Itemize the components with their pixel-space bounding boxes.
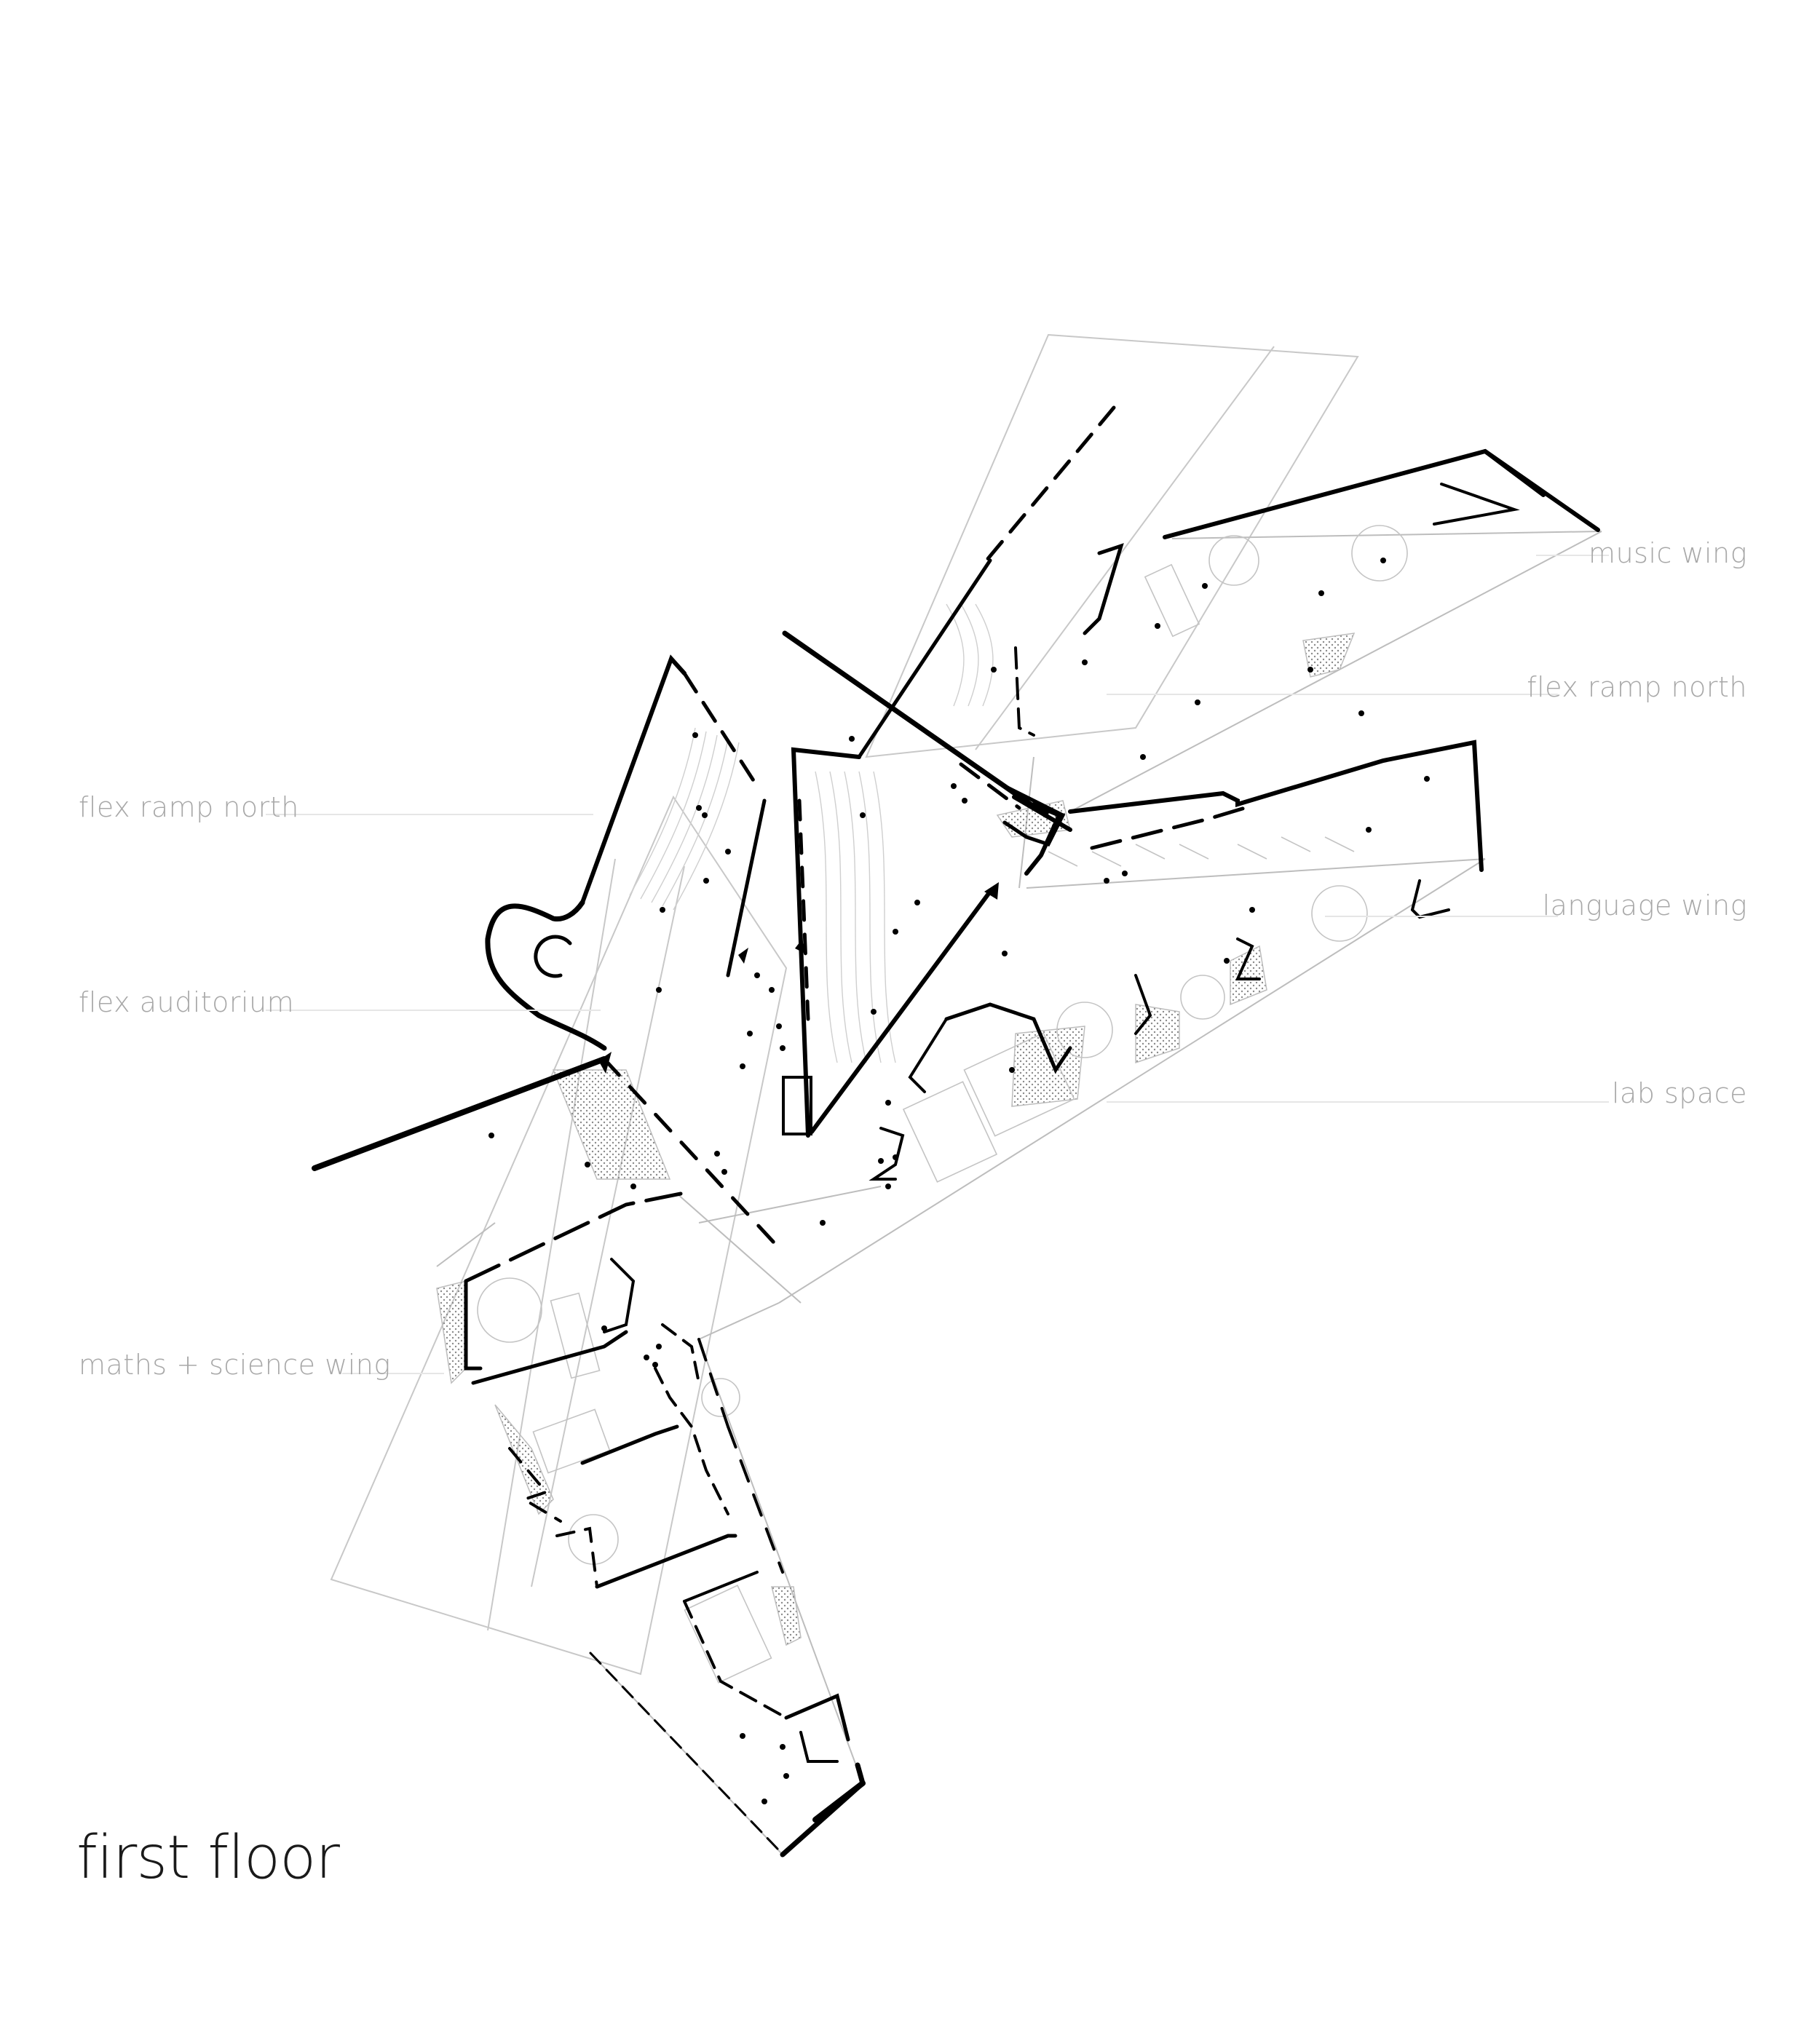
leader-maths-science-wing (342, 1373, 444, 1374)
leader-music-wing (1536, 555, 1609, 556)
label-flex-ramp-north-left: flex ramp north (79, 791, 299, 823)
leader-flex-ramp-north-left (266, 814, 593, 815)
label-flex-auditorium: flex auditorium (79, 986, 295, 1018)
label-maths-science-wing: maths + science wing (79, 1349, 391, 1381)
leader-flex-ramp-north-right (1107, 694, 1558, 695)
label-music-wing: music wing (1588, 537, 1747, 569)
leader-lab-space (1107, 1101, 1609, 1103)
page-title: first floor (76, 1823, 340, 1892)
furniture (477, 525, 1408, 1684)
hatched-areas (436, 633, 1356, 1646)
walls (312, 405, 1600, 1858)
site-lines (330, 333, 1359, 1676)
structural-columns (488, 558, 1430, 1804)
column-markers (598, 805, 1053, 1074)
label-lab-space: lab space (1611, 1077, 1747, 1109)
glazing-lines (436, 531, 1602, 1855)
leader-flex-auditorium (266, 1010, 601, 1011)
label-language-wing: language wing (1542, 889, 1747, 921)
leader-language-wing (1325, 916, 1558, 917)
ramp-hatching (629, 603, 994, 1063)
label-flex-ramp-north-right: flex ramp north (1527, 671, 1747, 703)
